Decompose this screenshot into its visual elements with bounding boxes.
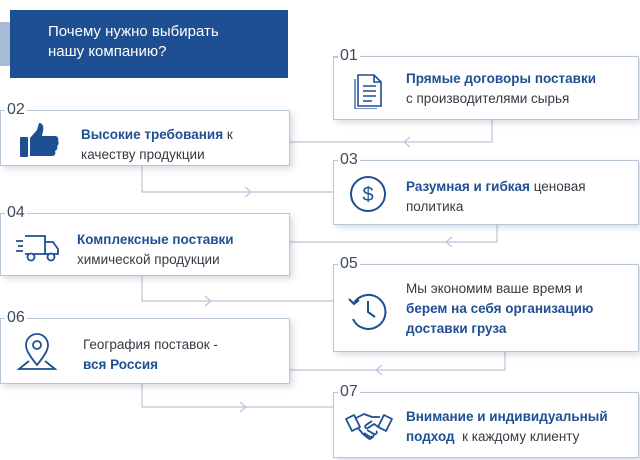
card-02-bold: Высокие требования — [81, 127, 224, 142]
card-06-text: География поставок - — [83, 337, 218, 352]
card-02-inline: к — [223, 127, 233, 142]
card-01-bold: Прямые договоры поставки — [406, 71, 597, 86]
clock-icon — [348, 293, 387, 330]
step-number: 04 — [5, 203, 27, 223]
card-02-text: качеству продукции — [81, 147, 205, 162]
card-03-text: политика — [406, 199, 464, 214]
card-02: 02 Высокие требования к качеству продукц… — [0, 100, 290, 166]
connector-04-05 — [141, 276, 333, 302]
connector-03-04 — [290, 225, 498, 243]
card-06-bold: вся Россия — [83, 357, 159, 372]
card-07-inline: к каждому клиенту — [454, 429, 580, 444]
card-07-bold: Внимание и индивидуальный — [406, 409, 608, 424]
card-05-bold: берем на себя организацию — [406, 301, 594, 316]
step-number: 03 — [338, 150, 360, 170]
card-01-text: с производителями сырья — [406, 91, 570, 106]
arrow-03-04 — [445, 236, 453, 248]
connector-01-02 — [290, 120, 493, 143]
arrow-05-06 — [375, 364, 383, 376]
arrow-04-05 — [204, 295, 212, 307]
card-03: 03 $ Разумная и гибкая ценовая политика — [333, 150, 639, 225]
card-05-bold-2: доставки груза — [406, 321, 507, 336]
connector-02-03 — [141, 166, 333, 193]
card-04: 04 Комплексные поставки химической проду… — [0, 203, 290, 276]
arrow-01-02 — [403, 136, 411, 148]
card-01: 01 Прямые договоры поставки с производит… — [333, 46, 639, 120]
card-05: 05 Мы экономим ваше время и берем на себ… — [333, 254, 639, 352]
step-number: 07 — [338, 382, 360, 402]
connector-05-06 — [290, 352, 506, 371]
handshake-icon — [345, 413, 393, 440]
card-03-bold: Разумная и гибкая — [406, 179, 530, 194]
card-06: 06 География поставок - вся Россия — [0, 308, 290, 384]
step-number: 06 — [5, 308, 27, 328]
title-line-2: нашу компанию? — [48, 43, 167, 60]
step-number: 01 — [338, 46, 360, 66]
card-07-bold-2: подход — [406, 429, 455, 444]
card-04-bold: Комплексные поставки — [77, 232, 234, 247]
step-number: 02 — [5, 100, 27, 120]
card-05-text: Мы экономим ваше время и — [406, 281, 583, 296]
arrow-02-03 — [244, 186, 252, 198]
svg-text:$: $ — [362, 184, 373, 206]
thumbs-up-icon — [20, 123, 59, 157]
dollar-coin-icon: $ — [350, 176, 386, 212]
delivery-truck-icon — [16, 235, 59, 262]
card-03-inline: ценовая — [529, 179, 586, 194]
page-title: Почему нужно выбирать нашу компанию? — [10, 10, 288, 78]
card-04-text: химической продукции — [77, 252, 220, 267]
map-pin-icon — [16, 333, 58, 370]
arrow-06-07 — [239, 401, 247, 413]
card-07: 07 Внимание и индивидуальный подход к ка… — [333, 382, 639, 458]
title-line-1: Почему нужно выбирать — [48, 23, 219, 40]
connector-06-07 — [141, 384, 333, 408]
step-number: 05 — [338, 254, 360, 274]
document-icon — [354, 74, 382, 109]
